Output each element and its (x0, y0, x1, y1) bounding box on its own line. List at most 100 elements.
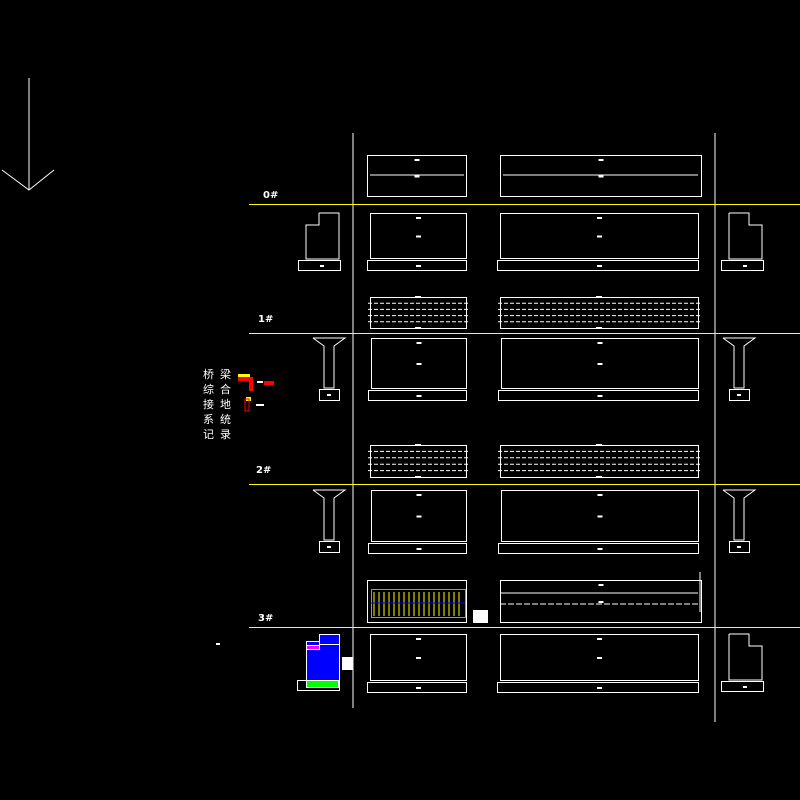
dimension-text (416, 515, 422, 518)
green-footing (306, 680, 339, 688)
grounding-abutment (319, 634, 340, 645)
dimension-text (216, 643, 220, 645)
girder-elevation-footing (368, 543, 467, 554)
plan-view (500, 445, 699, 478)
girder-elevation (370, 634, 467, 681)
dimension-text (327, 546, 331, 548)
grounding-plan (367, 580, 467, 623)
dimension-text (416, 342, 422, 344)
dimension-text (416, 548, 422, 550)
dimension-text (598, 159, 604, 161)
dimension-text (415, 444, 421, 446)
dimension-text (416, 494, 422, 496)
dimension-text (415, 327, 421, 329)
dimension-text (597, 265, 602, 267)
girder-elevation (500, 634, 699, 681)
title-char: 录 (220, 428, 231, 441)
girder-elevation (367, 155, 467, 197)
dimension-text (597, 548, 603, 550)
title-char: 梁 (220, 368, 231, 381)
abutment-elevation (728, 212, 763, 260)
dimension-text (597, 217, 602, 219)
dimension-text (597, 657, 602, 659)
girder-elevation (500, 213, 699, 259)
title-char: 记 (203, 428, 214, 441)
dimension-text (598, 601, 604, 603)
dimension-text (743, 686, 747, 688)
dimension-text (597, 494, 603, 496)
pier-label-0: 0# (263, 190, 279, 201)
frame-lines (352, 133, 716, 722)
dimension-text (327, 394, 331, 396)
abutment-elevation (305, 212, 340, 260)
drawing-title: 桥 梁 综 合 接 地 系 统 记 录 (203, 368, 237, 442)
pier-elevation (722, 489, 757, 541)
title-char: 合 (220, 383, 231, 396)
dimension-text (416, 235, 421, 238)
dimension-text (737, 546, 741, 548)
dimension-text (416, 638, 421, 640)
girder-elevation-footing (367, 682, 467, 693)
title-char: 桥 (203, 368, 214, 381)
pier-axis-lines (249, 204, 800, 628)
plan-view (370, 445, 467, 478)
title-char: 综 (203, 383, 214, 396)
legend-markers (238, 374, 274, 412)
abutment-footing (721, 260, 764, 271)
pier-footing (729, 541, 750, 553)
girder-elevation (500, 580, 702, 623)
dimension-text (596, 296, 602, 298)
plan-view (500, 297, 699, 329)
abutment-footing (721, 681, 764, 692)
dimension-text (414, 159, 420, 161)
legend-box (342, 657, 353, 670)
dimension-text (416, 265, 421, 267)
girder-elevation-footing (498, 543, 699, 554)
dimension-text (743, 265, 747, 267)
magenta-mark (306, 645, 320, 650)
pier-elevation (722, 337, 757, 389)
dimension-text (415, 296, 421, 298)
dimension-text (598, 175, 604, 178)
dimension-text (597, 235, 602, 238)
pier-label-3: 3# (258, 613, 274, 624)
dimension-text (597, 363, 603, 365)
girder-elevation (501, 338, 699, 389)
dimension-text (597, 515, 603, 518)
pier-elevation (312, 337, 347, 389)
dimension-text (597, 687, 602, 689)
dimension-text (598, 584, 604, 586)
north-arrow-icon (1, 78, 55, 191)
girder-elevation-footing (368, 390, 467, 401)
dimension-text (597, 342, 603, 344)
pier-footing (319, 389, 340, 401)
dimension-text (597, 395, 603, 397)
dimension-text (416, 217, 421, 219)
dimension-text (737, 394, 741, 396)
abutment-elevation (728, 633, 763, 681)
dimension-text (416, 687, 421, 689)
dimension-text (596, 327, 602, 329)
abutment-footing (297, 680, 340, 691)
dimension-text (414, 175, 420, 178)
girder-elevation (501, 490, 699, 542)
title-char: 地 (220, 398, 231, 411)
girder-elevation-footing (367, 260, 467, 271)
pier-label-1: 1# (258, 314, 274, 325)
pier-footing (729, 389, 750, 401)
dimension-text (596, 444, 602, 446)
girder-elevation-footing (497, 260, 699, 271)
title-char: 系 (203, 413, 214, 426)
girder-elevation (500, 155, 702, 197)
girder-elevation-footing (498, 390, 699, 401)
dimension-text (415, 476, 421, 478)
dimension-text (416, 395, 422, 397)
dimension-text (416, 363, 422, 365)
title-char: 统 (220, 413, 231, 426)
abutment-footing (298, 260, 341, 271)
girder-elevation (370, 213, 467, 259)
title-char: 接 (203, 398, 214, 411)
pier-label-2: 2# (256, 465, 272, 476)
dimension-text (596, 476, 602, 478)
legend-box (473, 610, 488, 623)
